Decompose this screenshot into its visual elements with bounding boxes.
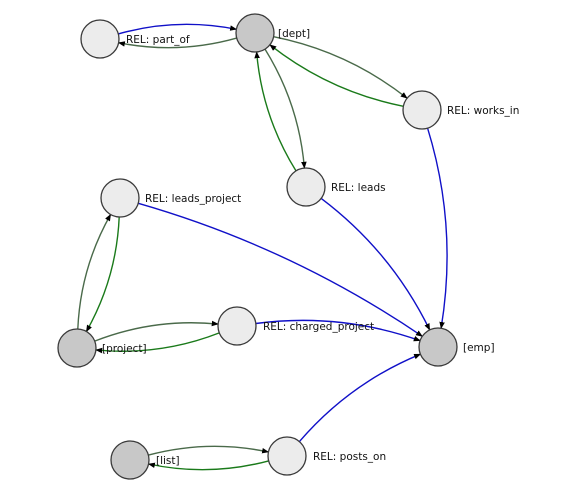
node-emp[interactable] — [418, 327, 458, 367]
edge-posts-on-to-list — [147, 460, 269, 471]
edge-charged-project-to-project — [95, 332, 220, 354]
edge-charged-project-to-emp — [255, 319, 421, 342]
node-part-of[interactable] — [80, 19, 120, 59]
node-project[interactable] — [57, 328, 97, 368]
node-list-label: [list] — [156, 455, 180, 467]
node-emp-label: [emp] — [463, 342, 495, 354]
edges-layer — [77, 23, 448, 471]
edge-leads-to-dept — [254, 51, 297, 172]
edge-dept-to-leads — [264, 48, 307, 169]
edge-project-to-charged-project — [94, 320, 219, 342]
edge-leads-project-to-emp — [138, 202, 423, 337]
node-project-label: [project] — [102, 343, 147, 355]
edge-part-of-to-dept — [118, 23, 238, 35]
node-dept[interactable] — [235, 13, 275, 53]
node-posts-on-label: REL: posts_on — [313, 451, 386, 463]
node-works-in-label: REL: works_in — [447, 105, 519, 117]
edge-works-in-to-emp — [426, 127, 448, 329]
node-leads-project[interactable] — [100, 178, 140, 218]
node-leads-label: REL: leads — [331, 182, 386, 194]
node-leads-project-label: REL: leads_project — [145, 193, 241, 205]
node-dept-label: [dept] — [278, 28, 310, 40]
edge-leads-to-emp — [320, 197, 431, 331]
node-charged-project[interactable] — [217, 306, 257, 346]
nodes-layer: [dept] REL: part_of REL: works_in REL: l… — [57, 13, 519, 480]
edge-dept-to-part-of — [117, 37, 237, 49]
node-works-in[interactable] — [402, 90, 442, 130]
edge-list-to-posts-on — [148, 445, 270, 456]
edge-leads-project-to-project — [85, 216, 120, 333]
node-part-of-label: REL: part_of — [126, 34, 190, 46]
edge-works-in-to-dept — [269, 44, 404, 107]
edge-dept-to-works-in — [273, 36, 408, 99]
node-posts-on[interactable] — [267, 436, 307, 476]
node-leads[interactable] — [286, 167, 326, 207]
edge-posts-on-to-emp — [298, 353, 422, 443]
node-list[interactable] — [110, 440, 150, 480]
node-charged-project-label: REL: charged_project — [263, 321, 374, 333]
edge-project-to-leads-project — [77, 213, 112, 330]
